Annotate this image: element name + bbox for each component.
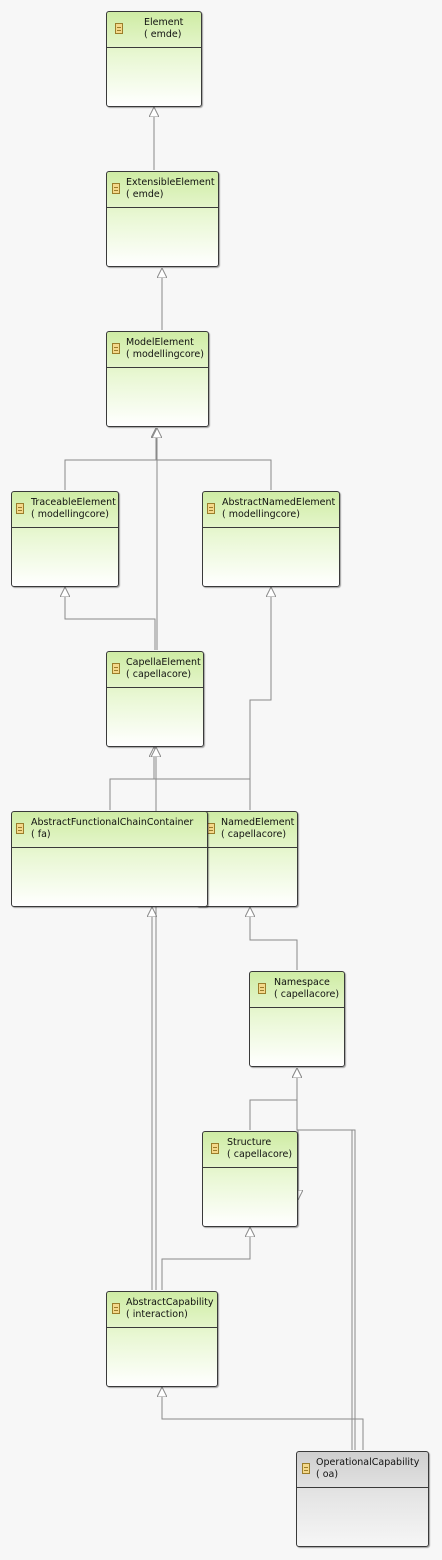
class-package: ( emde) <box>126 189 164 200</box>
class-node-model-element[interactable]: ModelElement ( modellingcore) <box>106 331 209 427</box>
class-node-abstract-capability[interactable]: AbstractCapability ( interaction) <box>106 1291 218 1387</box>
class-name: Element <box>144 17 184 28</box>
edge-opcap-to-abstractcap <box>162 1387 364 1450</box>
class-package: ( emde) <box>144 29 182 40</box>
eclass-icon <box>16 823 24 834</box>
class-name: ModelElement <box>126 337 194 348</box>
eclass-icon <box>115 23 123 34</box>
class-name: AbstractNamedElement <box>222 497 336 508</box>
class-package: ( oa) <box>316 1469 339 1480</box>
edge-opcap-to-afcc <box>298 1129 356 1450</box>
class-node-operational-capability[interactable]: OperationalCapability ( oa) <box>296 1451 429 1547</box>
eclass-icon <box>207 823 215 834</box>
class-name: AbstractFunctionalChainContainer <box>31 817 194 828</box>
class-name: TraceableElement <box>31 497 116 508</box>
class-name: CapellaElement <box>126 657 201 668</box>
class-node-structure[interactable]: Structure ( capellacore) <box>202 1131 298 1227</box>
edge-abstractnamed-to-model <box>156 428 272 490</box>
class-node-abstract-functional-chain-container[interactable]: AbstractFunctionalChainContainer ( fa) <box>11 811 208 907</box>
class-package: ( modellingcore) <box>222 509 300 520</box>
edge-opcap-to-namespace <box>297 1068 353 1450</box>
class-package: ( modellingcore) <box>126 349 204 360</box>
class-node-capella-element[interactable]: CapellaElement ( capellacore) <box>106 651 204 747</box>
class-node-namespace[interactable]: Namespace ( capellacore) <box>249 971 345 1067</box>
eclass-icon <box>302 1463 310 1474</box>
class-node-extensible-element[interactable]: ExtensibleElement ( emde) <box>106 171 219 267</box>
class-node-traceable-element[interactable]: TraceableElement ( modellingcore) <box>11 491 119 587</box>
class-name: Structure <box>227 1137 272 1148</box>
edge-traceable-to-model <box>64 428 156 490</box>
class-package: ( interaction) <box>126 1309 188 1320</box>
eclass-icon <box>112 1303 120 1314</box>
class-package: ( capellacore) <box>126 669 192 680</box>
class-name: NamedElement <box>221 817 295 828</box>
edge-structure-to-namespace <box>249 1068 297 1130</box>
class-package: ( capellacore) <box>227 1149 293 1160</box>
edge-named-to-abstractnamed <box>249 587 271 810</box>
edge-abstractcap-to-structure <box>161 1227 250 1290</box>
class-node-named-element[interactable]: NamedElement ( capellacore) <box>196 811 298 907</box>
eclass-icon <box>16 503 24 514</box>
class-name: AbstractCapability <box>126 1297 214 1308</box>
class-package: ( modellingcore) <box>31 509 109 520</box>
eclass-icon <box>258 983 266 994</box>
eclass-icon <box>112 343 120 354</box>
class-name: ExtensibleElement <box>126 177 215 188</box>
class-package: ( fa) <box>31 829 51 840</box>
eclass-icon <box>112 663 120 674</box>
class-package: ( capellacore) <box>221 829 287 840</box>
edge-namespace-to-named <box>250 907 298 970</box>
edge-capella-to-traceable <box>65 587 156 650</box>
class-package: ( capellacore) <box>274 989 340 1000</box>
eclass-icon <box>211 1143 219 1154</box>
class-node-abstract-named-element[interactable]: AbstractNamedElement ( modellingcore) <box>202 491 340 587</box>
class-name: Namespace <box>274 977 330 988</box>
class-node-element[interactable]: Element ( emde) <box>106 11 202 107</box>
edge-afcc-to-capella <box>109 747 250 810</box>
eclass-icon <box>112 183 120 194</box>
eclass-icon <box>207 503 215 514</box>
class-name: OperationalCapability <box>316 1457 420 1468</box>
